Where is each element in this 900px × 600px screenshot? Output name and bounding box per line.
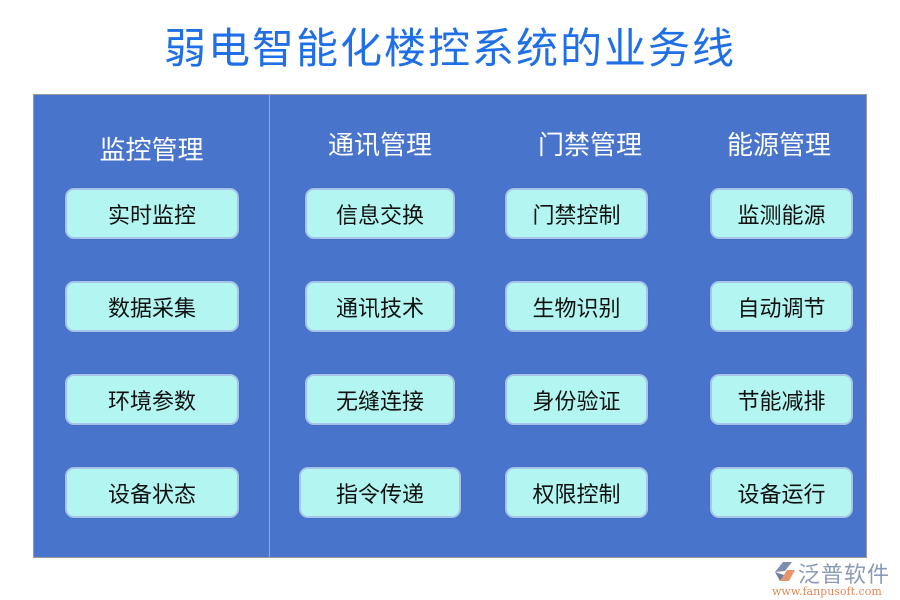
item-device-operation[interactable]: 设备运行 xyxy=(710,467,853,518)
item-permission-control[interactable]: 权限控制 xyxy=(505,467,648,518)
item-biometrics[interactable]: 生物识别 xyxy=(505,281,648,332)
column-header-monitoring: 监控管理 xyxy=(99,136,204,166)
item-energy-saving[interactable]: 节能减排 xyxy=(710,374,853,425)
brand-logo: 泛普软件 www.fanpusoft.com xyxy=(768,557,898,599)
item-door-control[interactable]: 门禁控制 xyxy=(505,188,648,239)
column-communication: 通讯管理 信息交换 通讯技术 无缝连接 指令传递 xyxy=(270,95,490,557)
column-monitoring: 监控管理 实时监控 数据采集 环境参数 设备状态 xyxy=(34,95,269,557)
column-divider xyxy=(269,95,270,557)
fanpu-logo-icon xyxy=(775,562,795,581)
item-environment-params[interactable]: 环境参数 xyxy=(65,374,239,425)
column-header-access-control: 门禁管理 xyxy=(537,131,642,161)
brand-url: www.fanpusoft.com xyxy=(772,585,882,598)
item-realtime-monitoring[interactable]: 实时监控 xyxy=(65,188,239,239)
item-device-status[interactable]: 设备状态 xyxy=(65,467,239,518)
item-seamless-connection[interactable]: 无缝连接 xyxy=(305,374,455,425)
item-identity-verification[interactable]: 身份验证 xyxy=(505,374,648,425)
item-command-transfer[interactable]: 指令传递 xyxy=(299,467,461,518)
item-auto-adjust[interactable]: 自动调节 xyxy=(710,281,853,332)
brand-name: 泛普软件 xyxy=(798,563,891,588)
item-comm-tech[interactable]: 通讯技术 xyxy=(305,281,455,332)
page-title: 弱电智能化楼控系统的业务线 xyxy=(163,24,736,73)
item-energy-monitoring[interactable]: 监测能源 xyxy=(710,188,853,239)
column-header-energy: 能源管理 xyxy=(726,131,831,161)
item-data-collection[interactable]: 数据采集 xyxy=(65,281,239,332)
item-info-exchange[interactable]: 信息交换 xyxy=(305,188,455,239)
business-line-panel: 监控管理 实时监控 数据采集 环境参数 设备状态 通讯管理 信息交换 通讯技术 … xyxy=(33,94,867,558)
column-energy: 能源管理 监测能源 自动调节 节能减排 设备运行 xyxy=(690,95,868,557)
column-header-communication: 通讯管理 xyxy=(327,131,432,161)
column-access-control: 门禁管理 门禁控制 生物识别 身份验证 权限控制 xyxy=(490,95,690,557)
